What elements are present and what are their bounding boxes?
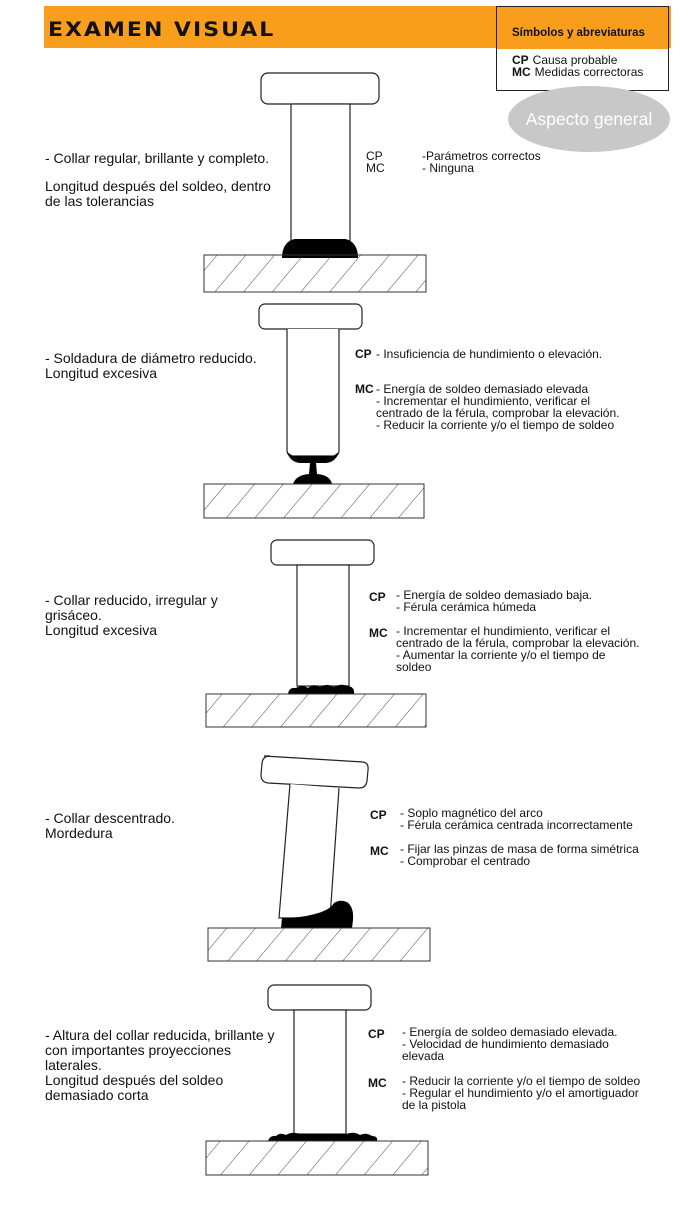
- case-1-description: - Collar regular, brillante y completo. …: [45, 151, 271, 209]
- description-line: laterales.: [45, 1057, 102, 1073]
- cp-line: -Parámetros correctos: [422, 149, 541, 163]
- legend-body: [497, 49, 668, 90]
- description-line: - Collar descentrado.: [45, 810, 175, 826]
- case-5-description: - Altura del collar reducida, brillante …: [45, 1028, 275, 1103]
- mc-line: - Incrementar el hundimiento, verificar …: [396, 624, 611, 638]
- description-line: Longitud después del soldeo: [45, 1072, 224, 1088]
- stud-head: [260, 755, 369, 789]
- mc-line: - Regular el hundimiento y/o el amortigu…: [402, 1086, 639, 1100]
- weld-collar: [281, 900, 354, 928]
- weld-collar: [282, 239, 358, 258]
- description-line: de las tolerancias: [45, 193, 154, 209]
- description-line: - Soldadura de diámetro reducido.: [45, 350, 257, 366]
- mc-label: MC: [366, 161, 385, 175]
- legend-abbr: CP: [512, 53, 529, 67]
- cp-line: - Velocidad de hundimiento demasiado: [402, 1037, 609, 1051]
- stud-shank: [293, 1009, 347, 1135]
- cp-line: - Férula cerámica húmeda: [396, 600, 537, 614]
- description-line: - Collar reducido, irregular y: [45, 592, 218, 608]
- cp-label: CP: [366, 149, 383, 163]
- weld-collar: [288, 684, 355, 694]
- mc-line: - Aumentar la corriente y/o el tiempo de: [396, 648, 606, 662]
- cp-label: CP: [368, 1027, 385, 1041]
- stud-head: [260, 72, 380, 105]
- description-line: Longitud excesiva: [45, 365, 158, 381]
- mc-line: centrado de la férula, comprobar la elev…: [376, 406, 620, 420]
- mc-line: - Reducir la corriente y/o el tiempo de …: [402, 1074, 641, 1088]
- stud-shank: [286, 329, 340, 457]
- base-plate: [207, 927, 431, 962]
- cp-label: CP: [355, 347, 372, 361]
- legend-text: Causa probable: [532, 53, 618, 67]
- mc-line: - Fijar las pinzas de masa de forma simé…: [400, 842, 639, 856]
- case-2-description: - Soldadura de diámetro reducido. Longit…: [45, 351, 257, 381]
- mc-line: - Ninguna: [422, 161, 475, 175]
- figure-case-5: [205, 984, 429, 1176]
- stud-shank: [296, 564, 350, 687]
- stud-head: [258, 303, 363, 330]
- cp-line: - Insuficiencia de hundimiento o elevaci…: [376, 347, 603, 361]
- case-3-description: - Collar reducido, irregular y grisáceo.…: [45, 593, 218, 638]
- description-line: - Collar regular, brillante y completo.: [45, 150, 270, 166]
- description-line: Longitud después del soldeo, dentro: [45, 178, 271, 194]
- cp-line: - Energía de soldeo demasiado baja.: [396, 588, 593, 602]
- description-line: demasiado corta: [45, 1087, 149, 1103]
- mc-line: - Comprobar el centrado: [400, 854, 531, 868]
- weld-neck: [287, 452, 339, 463]
- legend-text: Medidas correctoras: [534, 65, 644, 79]
- figure-case-2: [203, 303, 425, 519]
- cp-label: CP: [369, 590, 386, 604]
- mc-label: MC: [369, 626, 388, 640]
- base-plate: [205, 693, 427, 728]
- description-line: con importantes proyecciones: [45, 1042, 231, 1058]
- mc-line: - Incrementar el hundimiento, verificar …: [376, 394, 591, 408]
- mc-line: - Reducir la corriente y/o el tiempo de …: [376, 418, 615, 432]
- legend-abbr: MC: [512, 65, 531, 79]
- stud-shank: [278, 783, 340, 919]
- stud-head: [267, 984, 372, 1011]
- legend-title: Símbolos y abreviaturas: [512, 27, 645, 39]
- mc-line: centrado de la férula, comprobar la elev…: [396, 636, 640, 650]
- figure-case-1: [203, 72, 427, 293]
- mc-line: de la pistola: [402, 1098, 467, 1112]
- stud-shank: [290, 103, 351, 249]
- base-plate: [205, 1140, 429, 1176]
- cp-label: CP: [370, 808, 387, 822]
- mc-label: MC: [355, 382, 374, 396]
- weld-collar-spatter: [268, 1132, 378, 1141]
- description-line: grisáceo.: [45, 607, 102, 623]
- section-badge: Aspecto general: [508, 86, 670, 152]
- figure-case-4: [207, 755, 431, 962]
- mc-label: MC: [368, 1076, 387, 1090]
- weld-collar: [293, 463, 332, 484]
- figure-case-3: [205, 539, 427, 728]
- cp-line: elevada: [402, 1049, 445, 1063]
- base-plate: [203, 254, 427, 293]
- mc-line: soldeo: [396, 660, 432, 674]
- page-title: EXAMEN VISUAL: [48, 19, 276, 42]
- description-line: Longitud excesiva: [45, 622, 158, 638]
- mc-line: - Energía de soldeo demasiado elevada: [376, 382, 589, 396]
- base-plate: [203, 483, 425, 519]
- description-line: - Altura del collar reducida, brillante …: [45, 1027, 275, 1043]
- mc-label: MC: [370, 844, 389, 858]
- cp-line: - Férula cerámica centrada incorrectamen…: [400, 818, 633, 832]
- stud-head: [270, 539, 375, 566]
- cp-line: - Soplo magnético del arco: [400, 806, 543, 820]
- cp-line: - Energía de soldeo demasiado elevada.: [402, 1025, 618, 1039]
- description-line: Mordedura: [45, 825, 113, 841]
- case-4-description: - Collar descentrado. Mordedura: [45, 811, 175, 841]
